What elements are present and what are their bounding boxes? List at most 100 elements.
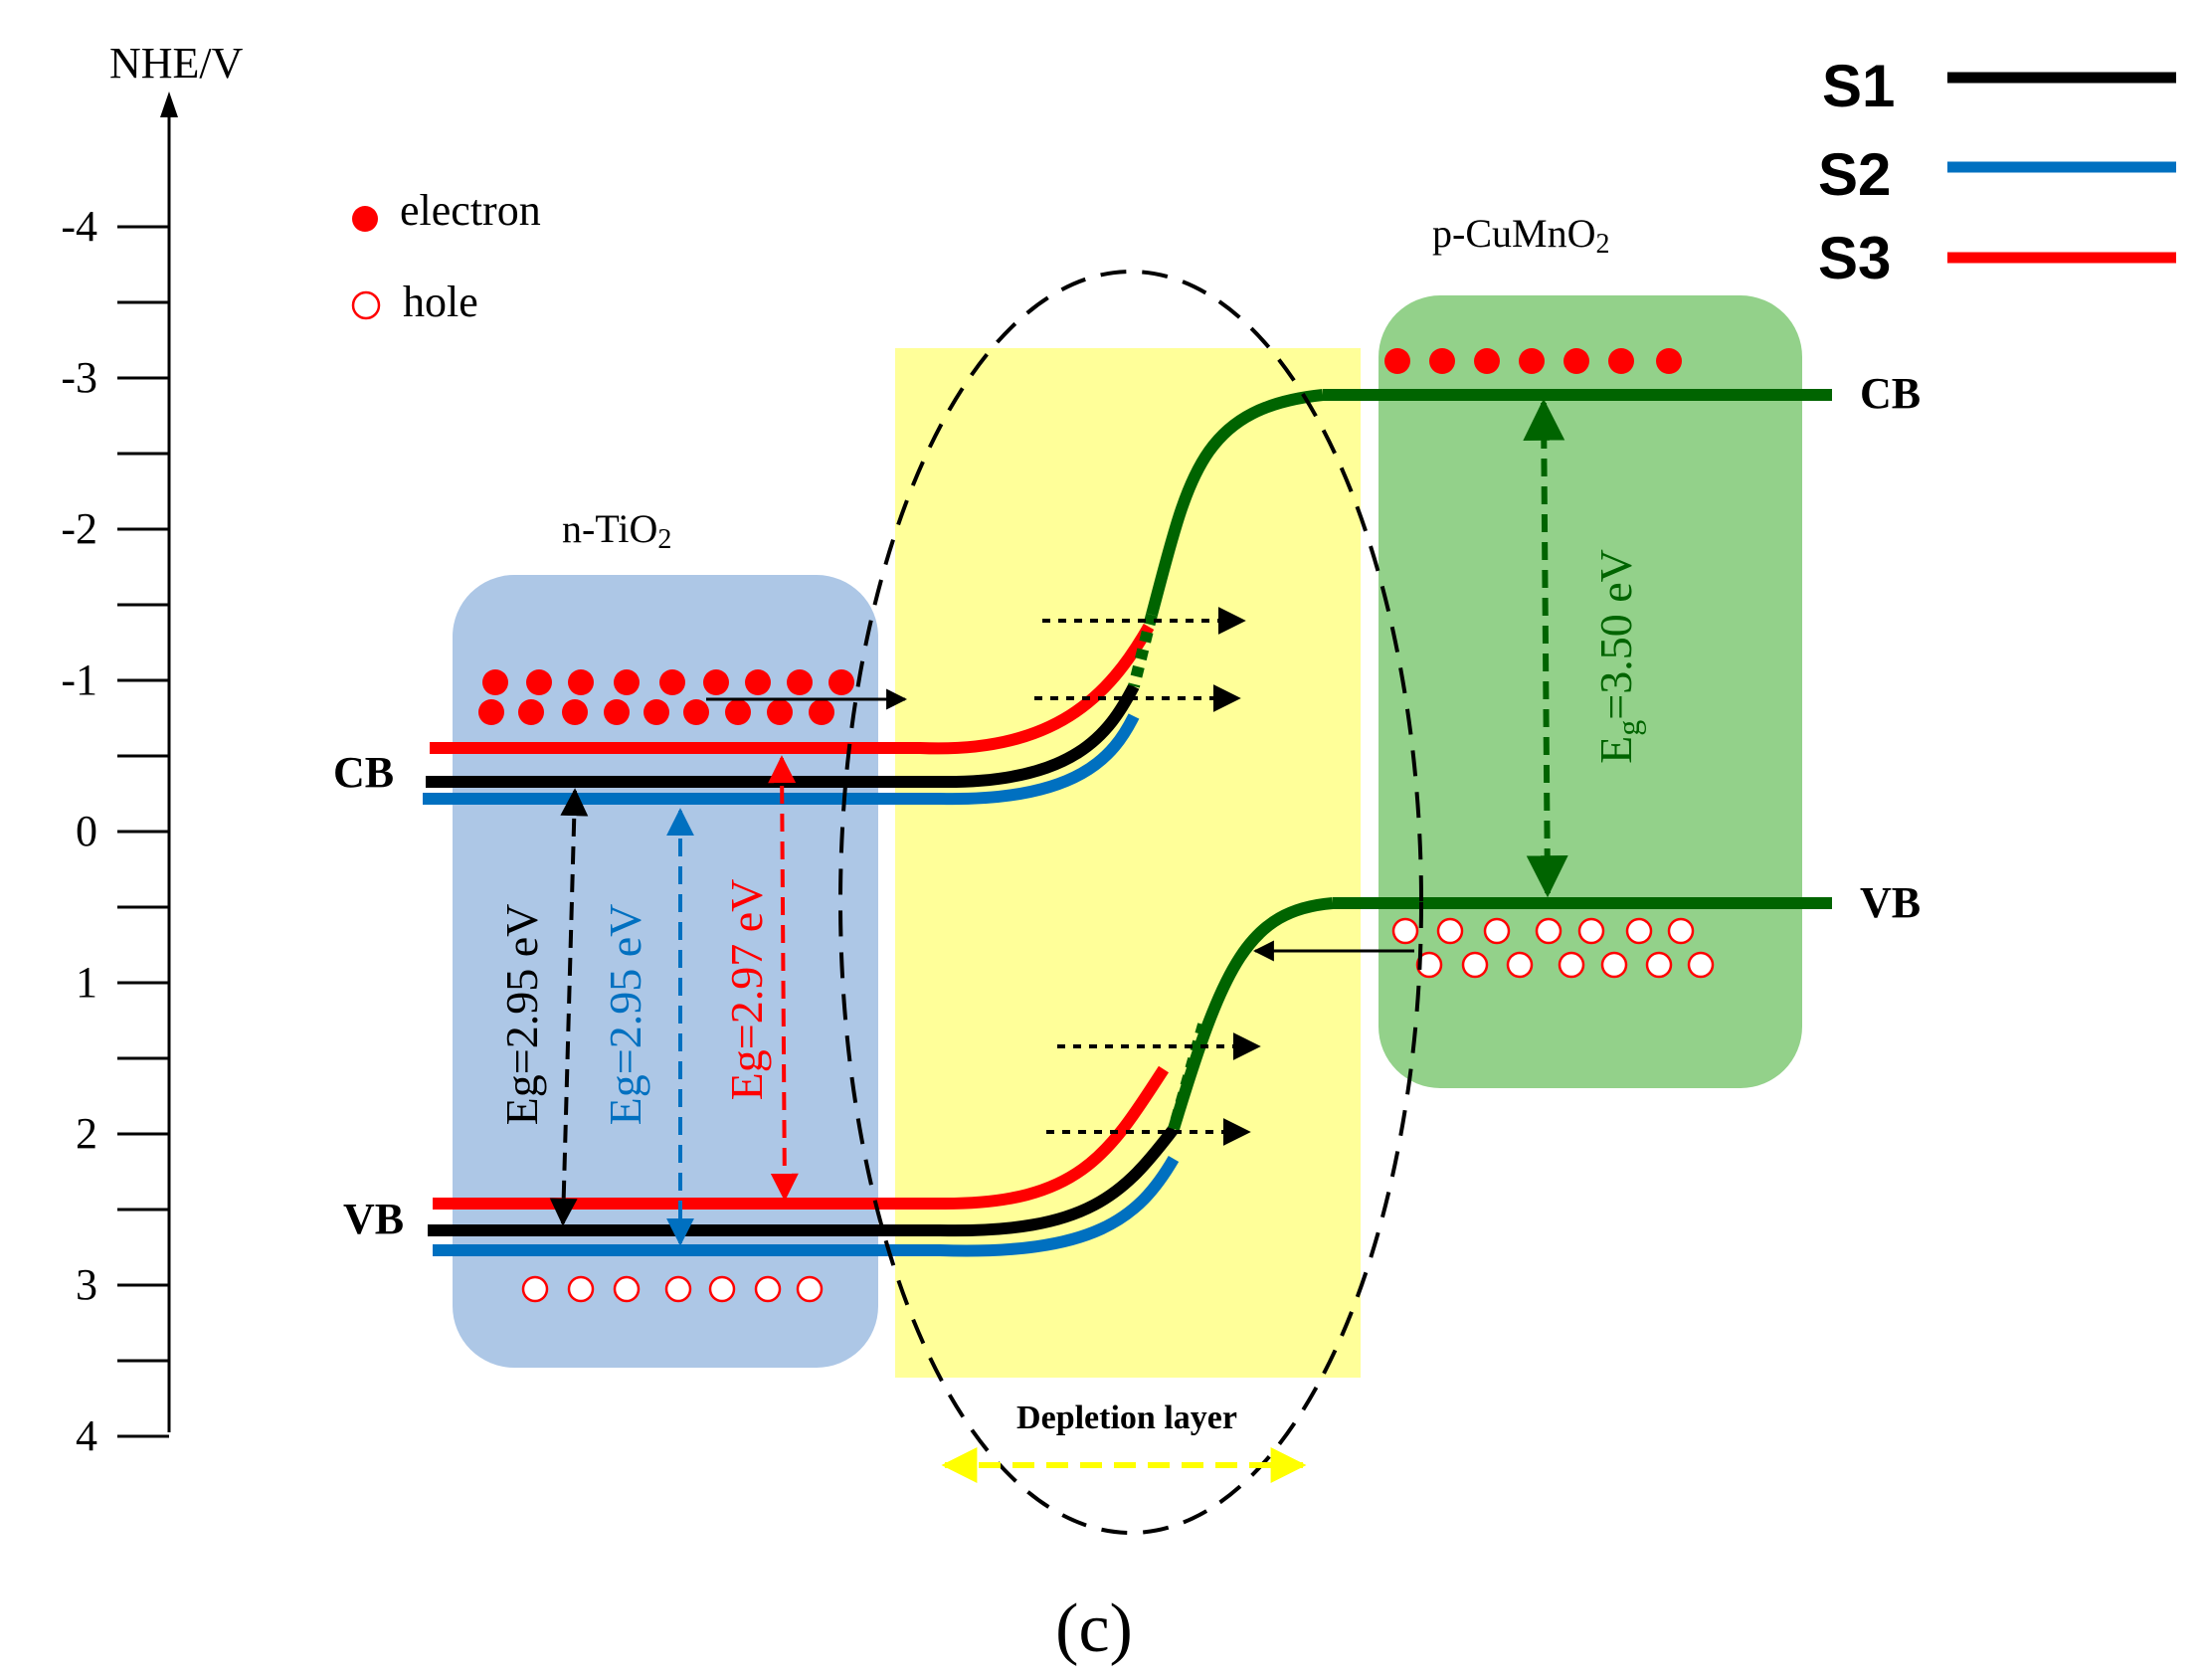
hole xyxy=(1436,917,1464,945)
electron xyxy=(703,669,729,695)
axis-arrowhead xyxy=(160,92,178,117)
electron xyxy=(828,669,854,695)
cumno2-box xyxy=(1379,295,1802,1088)
axis-label: NHE/V xyxy=(109,39,244,88)
hole xyxy=(754,1275,782,1303)
axis-tick-label: 3 xyxy=(76,1260,97,1309)
gap-label-s2: Eg=2.95 eV xyxy=(600,904,650,1126)
hole xyxy=(1558,951,1585,979)
electron xyxy=(1474,348,1500,374)
hole xyxy=(664,1275,692,1303)
axis-tick-label: 0 xyxy=(76,807,97,855)
cumno2-cb-bending xyxy=(1146,389,1324,617)
electron xyxy=(568,669,594,695)
cumno2-cb-label: CB xyxy=(1860,369,1921,418)
electron-legend-label: electron xyxy=(400,186,541,235)
axis-tick-label: -2 xyxy=(61,504,97,553)
cumno2-vb-label: VB xyxy=(1860,878,1921,927)
hole xyxy=(1687,951,1715,979)
hole xyxy=(1600,951,1628,979)
axis-tick-label: -4 xyxy=(61,202,97,251)
tio2-cb-s3 xyxy=(430,624,1155,755)
electron xyxy=(767,699,793,725)
series-legend-s2-label: S2 xyxy=(1818,141,1891,208)
axis-tick-label: 2 xyxy=(76,1109,97,1158)
electron xyxy=(526,669,552,695)
hole xyxy=(1645,951,1673,979)
cumno2-bands xyxy=(1128,389,1832,1131)
electron xyxy=(787,669,813,695)
tio2-vb-s1 xyxy=(428,1125,1179,1237)
electron xyxy=(604,699,630,725)
cumno2-title: p-CuMnO2 xyxy=(1432,211,1609,260)
electron-legend-dot xyxy=(352,206,378,232)
depletion-region xyxy=(895,348,1361,1378)
transfer-arrows xyxy=(706,607,1414,1146)
hole xyxy=(1461,951,1489,979)
series-legend-s3-label: S3 xyxy=(1818,225,1891,291)
hole xyxy=(567,1275,595,1303)
gap-label-s1: Eg=2.95 eV xyxy=(496,904,547,1126)
tio2-cb-label: CB xyxy=(333,748,394,797)
electron xyxy=(745,669,771,695)
bandgap-arrows xyxy=(549,398,1568,1246)
holes xyxy=(521,917,1715,1303)
electron xyxy=(1563,348,1589,374)
gap-label-s3: Eg=2.97 eV xyxy=(721,879,772,1101)
gap-arrow-s1 xyxy=(549,788,589,1226)
particle-legend: electron hole xyxy=(351,186,541,326)
tio2-vb-s2 xyxy=(433,1155,1180,1257)
gap-label-cumno2: Eg=3.50 eV xyxy=(1590,549,1646,764)
hole xyxy=(1391,917,1419,945)
series-legend-s1-label: S1 xyxy=(1822,53,1895,119)
cumno2-cb-dotted-link xyxy=(1128,613,1158,688)
axis-tick-label: 4 xyxy=(76,1411,97,1460)
hole xyxy=(1535,917,1563,945)
tio2-vb-label: VB xyxy=(343,1195,404,1243)
electron xyxy=(482,669,508,695)
electron xyxy=(809,699,834,725)
tio2-bands xyxy=(423,624,1180,1257)
gap-arrow-s3 xyxy=(768,755,799,1202)
axis-tick-labels: -4 -3 -2 -1 0 1 2 3 4 xyxy=(61,202,97,1460)
hole xyxy=(796,1275,824,1303)
electron xyxy=(1656,348,1682,374)
hole-legend-dot xyxy=(351,290,381,320)
hole xyxy=(1483,917,1511,945)
electron xyxy=(1429,348,1455,374)
electron xyxy=(518,699,544,725)
cumno2-vb-bending xyxy=(1168,897,1334,1131)
hole xyxy=(708,1275,736,1303)
panel-label: (c) xyxy=(1055,1590,1133,1667)
tio2-cb-s1 xyxy=(426,683,1140,789)
electron xyxy=(659,669,685,695)
electron xyxy=(725,699,751,725)
axis-tick-label: -3 xyxy=(61,353,97,402)
electrons xyxy=(478,348,1682,725)
hole xyxy=(1415,951,1443,979)
hole xyxy=(1625,917,1653,945)
hole xyxy=(1667,917,1695,945)
hole xyxy=(613,1275,641,1303)
axis-tick-label: 1 xyxy=(76,958,97,1007)
tio2-title: n-TiO2 xyxy=(562,506,671,555)
electron xyxy=(1519,348,1545,374)
depletion-label: Depletion layer xyxy=(1016,1400,1237,1436)
hole xyxy=(1577,917,1605,945)
series-legend: S1 S2 S3 xyxy=(1818,53,2176,291)
hole xyxy=(521,1275,549,1303)
energy-axis: NHE/V -4 -3 -2 -1 0 1 2 3 4 xyxy=(61,39,243,1460)
tio2-cb-s2 xyxy=(423,713,1140,806)
electron xyxy=(562,699,588,725)
electron xyxy=(1384,348,1410,374)
electron xyxy=(614,669,640,695)
electron xyxy=(1608,348,1634,374)
hole xyxy=(1506,951,1534,979)
electron xyxy=(683,699,709,725)
cumno2-vb-dotted-link xyxy=(1168,1023,1209,1131)
junction-ellipse xyxy=(838,270,1423,1535)
electron xyxy=(643,699,669,725)
axis-tick-label: -1 xyxy=(61,655,97,704)
axis-tick-marks xyxy=(117,225,169,1438)
